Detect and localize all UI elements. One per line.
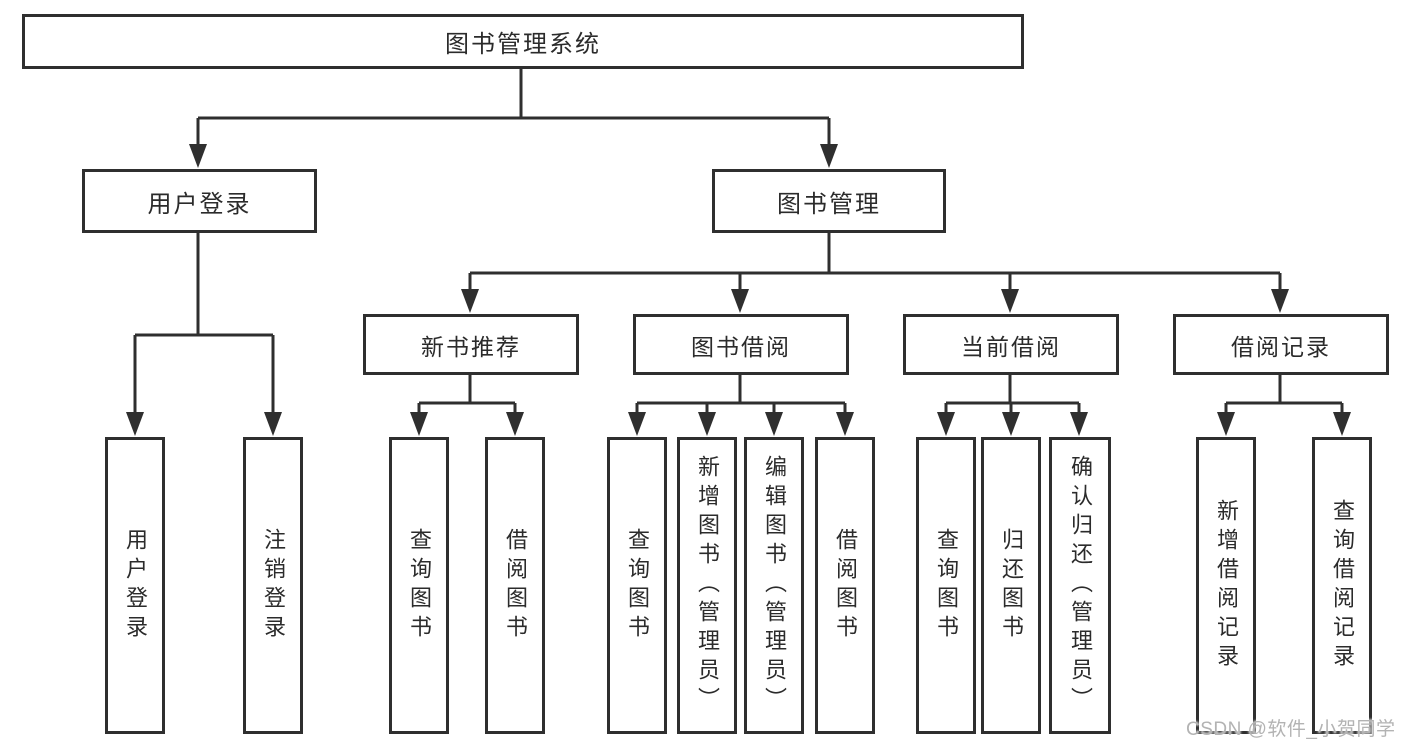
- leaf-edit-book-admin: 编辑图书（管理员）: [744, 437, 804, 734]
- leaf-query-books-recommend-label: 查询图书: [407, 527, 432, 644]
- node-book-management-label: 图书管理: [777, 190, 881, 218]
- leaf-query-books-borrowing-label: 查询图书: [625, 527, 650, 644]
- leaf-borrow-books-borrowing: 借阅图书: [815, 437, 875, 734]
- leaf-add-borrow-record-label: 新增借阅记录: [1214, 498, 1239, 673]
- leaf-query-books-borrowing: 查询图书: [607, 437, 667, 734]
- node-library-system: 图书管理系统: [22, 14, 1024, 69]
- leaf-borrow-books-borrowing-label: 借阅图书: [833, 527, 858, 644]
- node-book-borrowing-label: 图书借阅: [691, 333, 791, 360]
- node-new-book-recommend-label: 新书推荐: [421, 333, 521, 360]
- node-borrowing-records-label: 借阅记录: [1231, 333, 1331, 360]
- leaf-add-borrow-record: 新增借阅记录: [1196, 437, 1256, 734]
- leaf-confirm-return-admin-label: 确认归还（管理员）: [1068, 455, 1093, 716]
- leaf-borrow-books-recommend: 借阅图书: [485, 437, 545, 734]
- leaf-add-book-admin-label: 新增图书（管理员）: [695, 455, 720, 716]
- leaf-return-books: 归还图书: [981, 437, 1041, 734]
- csdn-watermark: CSDN @软件_小贺同学: [1186, 719, 1396, 740]
- leaf-query-books-current-label: 查询图书: [934, 527, 959, 644]
- leaf-user-login: 用户登录: [105, 437, 165, 734]
- leaf-query-borrow-record-label: 查询借阅记录: [1330, 498, 1355, 673]
- node-current-borrowing: 当前借阅: [903, 314, 1119, 375]
- node-library-system-label: 图书管理系统: [445, 31, 601, 58]
- node-user-login: 用户登录: [82, 169, 317, 233]
- leaf-edit-book-admin-label: 编辑图书（管理员）: [762, 455, 787, 716]
- leaf-user-login-label: 用户登录: [123, 527, 148, 644]
- leaf-borrow-books-recommend-label: 借阅图书: [503, 527, 528, 644]
- leaf-return-books-label: 归还图书: [999, 527, 1024, 644]
- node-book-management: 图书管理: [712, 169, 946, 233]
- node-user-login-label: 用户登录: [147, 190, 252, 218]
- node-book-borrowing: 图书借阅: [633, 314, 849, 375]
- leaf-logout: 注销登录: [243, 437, 303, 734]
- node-borrowing-records: 借阅记录: [1173, 314, 1389, 375]
- leaf-confirm-return-admin: 确认归还（管理员）: [1049, 437, 1111, 734]
- leaf-query-borrow-record: 查询借阅记录: [1312, 437, 1372, 734]
- arrowheads: [126, 144, 1351, 436]
- leaf-query-books-recommend: 查询图书: [389, 437, 449, 734]
- leaf-logout-label: 注销登录: [261, 527, 286, 644]
- node-current-borrowing-label: 当前借阅: [961, 333, 1061, 360]
- leaf-add-book-admin: 新增图书（管理员）: [677, 437, 737, 734]
- node-new-book-recommend: 新书推荐: [363, 314, 579, 375]
- leaf-query-books-current: 查询图书: [916, 437, 976, 734]
